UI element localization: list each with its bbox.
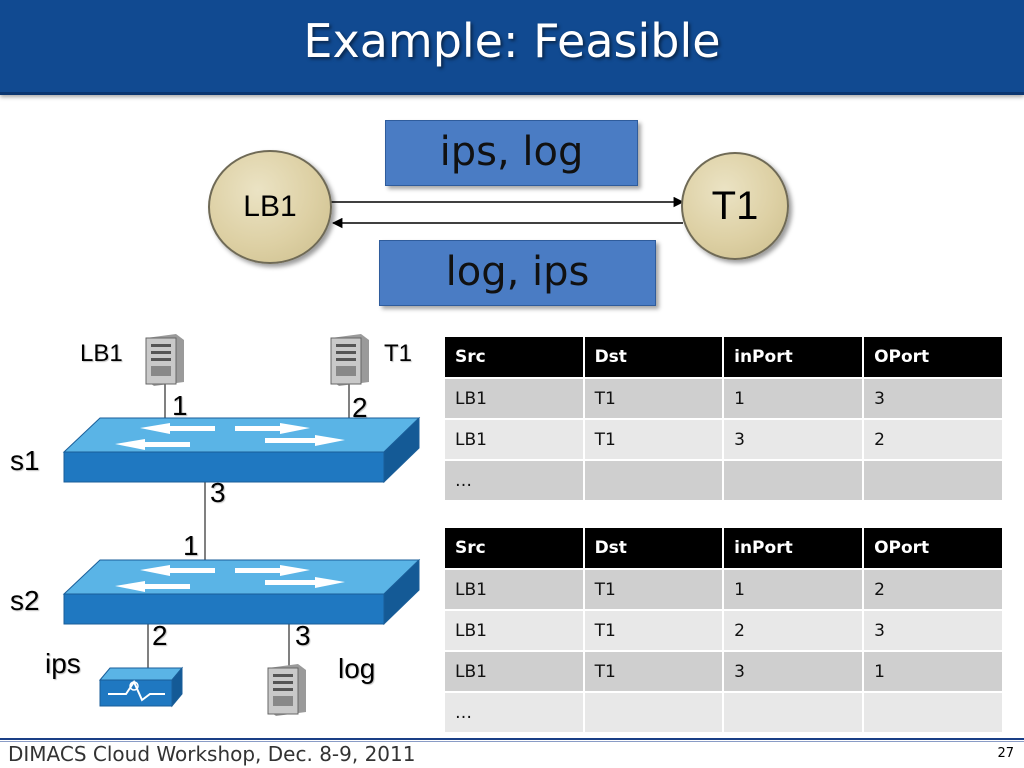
port-s2-up: 1	[183, 530, 199, 561]
port-s2-ips: 2	[152, 620, 168, 651]
forward-chain-box: ips, log	[385, 120, 638, 186]
col-src: Src	[445, 528, 585, 569]
table-cell: T1	[583, 568, 725, 610]
table-cell: 3	[863, 377, 1002, 419]
table-cell: 3	[723, 650, 865, 692]
node-lb1-label: LB1	[243, 190, 297, 223]
node-t1-label: T1	[711, 184, 759, 228]
table-cell	[723, 459, 865, 500]
reverse-chain-label: log, ips	[445, 249, 590, 295]
port-s1-down: 3	[210, 477, 226, 508]
table-cell: …	[445, 691, 585, 732]
col-inport: inPort	[723, 528, 865, 569]
table-cell: 1	[723, 568, 865, 610]
server-lb1-icon	[145, 334, 184, 386]
table-row: …	[445, 691, 1002, 732]
switch-s2-label: s2	[10, 585, 40, 616]
table-row: LB1 T1 3 1	[445, 650, 1002, 692]
node-t1: T1	[681, 152, 789, 260]
table-cell	[723, 691, 865, 732]
footer-divider-secondary	[0, 741, 1024, 742]
table-row: LB1 T1 2 3	[445, 609, 1002, 651]
col-oport: OPort	[863, 337, 1002, 378]
server-log-icon	[267, 664, 306, 716]
table-cell: 3	[863, 609, 1002, 651]
port-s1-t1: 2	[352, 392, 368, 423]
table-cell	[863, 691, 1002, 732]
footer-divider	[0, 738, 1024, 740]
table-cell	[583, 459, 725, 500]
switch-s2-icon	[62, 558, 421, 626]
flow-table-s1: Src Dst inPort OPort LB1 T1 1 3 LB1 T1 3…	[445, 337, 1002, 500]
server-t1-icon	[330, 334, 369, 386]
host-t1-label: T1	[384, 340, 413, 367]
table-row: LB1 T1 1 3	[445, 377, 1002, 419]
node-lb1: LB1	[208, 150, 332, 264]
page-number: 27	[997, 746, 1014, 761]
table-cell: T1	[583, 650, 725, 692]
table-header-row: Src Dst inPort OPort	[445, 337, 1002, 378]
table-cell: …	[445, 459, 585, 500]
table-cell: LB1	[445, 609, 585, 651]
col-dst: Dst	[583, 528, 725, 569]
table-cell: 2	[863, 568, 1002, 610]
forward-chain-label: ips, log	[439, 129, 584, 175]
table-cell: 1	[723, 377, 865, 419]
table-cell: 2	[863, 418, 1002, 460]
table-cell: 1	[863, 650, 1002, 692]
title-bar: Example: Feasible	[0, 0, 1024, 95]
table-cell: T1	[583, 377, 725, 419]
switch-s1-label: s1	[10, 445, 40, 476]
port-s2-log: 3	[295, 620, 311, 651]
col-oport: OPort	[863, 528, 1002, 569]
col-dst: Dst	[583, 337, 725, 378]
table-cell: T1	[583, 609, 725, 651]
port-s1-lb1: 1	[172, 390, 188, 421]
footer-text: DIMACS Cloud Workshop, Dec. 8-9, 2011	[8, 742, 416, 766]
ips-appliance-icon	[98, 666, 184, 708]
table-row: …	[445, 459, 1002, 500]
table-cell: 3	[723, 418, 865, 460]
middlebox-ips-label: ips	[45, 648, 81, 679]
table-cell: LB1	[445, 377, 585, 419]
col-src: Src	[445, 337, 585, 378]
table-header-row: Src Dst inPort OPort	[445, 528, 1002, 569]
table-cell: T1	[583, 418, 725, 460]
table-row: LB1 T1 1 2	[445, 568, 1002, 610]
table-cell	[863, 459, 1002, 500]
table-cell	[583, 691, 725, 732]
table-cell: LB1	[445, 418, 585, 460]
table-cell: LB1	[445, 650, 585, 692]
reverse-chain-box: log, ips	[379, 240, 656, 306]
flow-table-s2: Src Dst inPort OPort LB1 T1 1 2 LB1 T1 2…	[445, 528, 1002, 732]
col-inport: inPort	[723, 337, 865, 378]
host-lb1-label: LB1	[80, 340, 123, 367]
table-row: LB1 T1 3 2	[445, 418, 1002, 460]
table-cell: 2	[723, 609, 865, 651]
table-cell: LB1	[445, 568, 585, 610]
switch-s1-icon	[62, 416, 421, 484]
slide-title: Example: Feasible	[303, 14, 721, 68]
middlebox-log-label: log	[338, 653, 376, 684]
